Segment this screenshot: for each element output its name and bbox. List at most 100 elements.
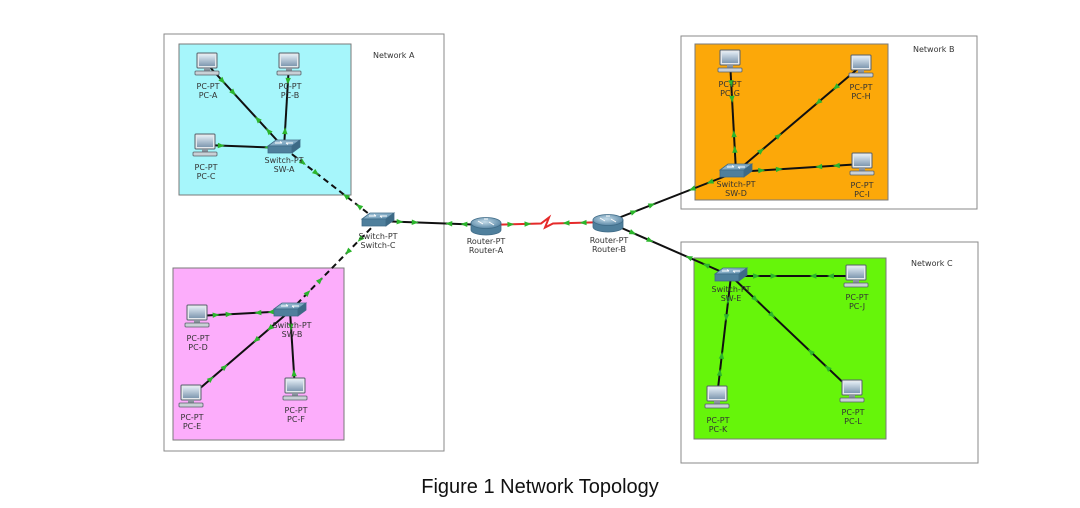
port-indicator-router-b-sw-e <box>702 263 711 269</box>
router-icon <box>470 217 502 236</box>
pc-screen <box>709 388 725 399</box>
switch-icon <box>272 302 308 317</box>
switch-icon <box>266 139 302 154</box>
pc-a-name-label: PC-A <box>199 91 218 100</box>
switch-c-type-label: Switch-PT <box>358 232 397 241</box>
port-indicator-sw-d-pc-h <box>774 133 782 140</box>
figure-caption: Figure 1 Network Topology <box>421 476 659 498</box>
pc-icon <box>282 377 308 401</box>
port-indicator-switch-c-router-a <box>460 221 468 228</box>
port-indicator-sw-d-pc-h <box>757 148 765 155</box>
pc-base <box>717 67 743 73</box>
pc-base <box>704 403 730 409</box>
port-indicator-sw-e-pc-l <box>824 365 832 372</box>
devices-layer: PC-PTPC-APC-PTPC-BPC-PTPC-CSwitch-PTSW-A… <box>178 49 875 434</box>
pc-i-type-label: PC-PT <box>850 181 873 190</box>
router-a-type-label: Router-PT <box>467 237 506 246</box>
switch-arrows <box>369 214 387 218</box>
router-top <box>470 217 502 229</box>
switch-side <box>385 212 395 227</box>
pc-screen <box>722 52 738 63</box>
pc-icon <box>194 52 220 76</box>
pc-screen <box>848 267 864 278</box>
link-sw-e-pc-k <box>716 275 732 398</box>
port-indicator-sw-e-pc-k <box>723 313 730 322</box>
pc-stand <box>858 70 864 73</box>
sw-d-type-label: Switch-PT <box>716 180 755 189</box>
sw-a-name-label: SW-A <box>274 165 295 174</box>
port-indicator-pc-a-sw-a <box>229 88 236 96</box>
pc-screen <box>189 307 205 318</box>
pc-l-name-label: PC-L <box>844 417 862 426</box>
port-indicator-router-b-sw-d <box>629 210 638 216</box>
sw-d-name-label: SW-D <box>725 189 747 198</box>
pc-k-type-label: PC-PT <box>706 416 729 425</box>
port-indicator-sw-d-pc-i <box>832 162 840 169</box>
pc-base <box>848 72 874 78</box>
sw-e-type-label: Switch-PT <box>711 285 750 294</box>
port-indicator-sw-d-pc-i <box>815 163 823 170</box>
pc-stand <box>204 68 210 71</box>
port-indicator-switch-c-sw-b <box>303 290 311 297</box>
port-indicator-sw-b-pc-d <box>254 309 262 316</box>
pc-screen <box>854 155 870 166</box>
port-indicator-sw-a-switch-c <box>342 193 351 201</box>
port-indicator-sw-b-pc-f <box>288 323 294 331</box>
switch-c-name-label: Switch-C <box>361 241 396 250</box>
port-indicator-sw-b-pc-f <box>291 369 297 377</box>
port-indicator-sw-d-pc-i <box>758 167 766 174</box>
pc-g-name-label: PC-G <box>720 89 740 98</box>
router-icon <box>592 214 624 233</box>
port-indicator-sw-a-switch-c <box>311 168 320 176</box>
port-indicators-layer <box>206 76 840 383</box>
router-a-name-label: Router-A <box>469 246 504 255</box>
pc-c-type-label: PC-PT <box>194 163 217 172</box>
link-sw-d-pc-g <box>729 60 737 173</box>
port-indicator-switch-c-router-a <box>445 221 453 227</box>
pc-b-name-label: PC-B <box>281 91 300 100</box>
port-indicator-sw-e-pc-l <box>768 311 776 318</box>
network-a-label: Network A <box>373 51 415 60</box>
pc-stand <box>849 395 855 398</box>
port-indicator-pc-a-sw-a <box>218 76 226 84</box>
port-indicator-sw-b-pc-d <box>225 311 233 318</box>
port-indicator-sw-b-pc-e <box>206 376 214 383</box>
pc-base <box>192 151 218 157</box>
port-indicator-sw-d-pc-i <box>775 166 783 173</box>
pc-base <box>839 397 865 403</box>
switch-side <box>297 302 307 317</box>
port-indicator-sw-b-pc-e <box>253 335 261 343</box>
port-indicator-sw-d-pc-g <box>732 145 738 153</box>
pc-base <box>282 395 308 401</box>
link-switch-c-sw-b <box>289 220 379 312</box>
links-layer <box>190 60 863 398</box>
port-indicator-router-b-sw-d <box>647 203 656 209</box>
pc-e-type-label: PC-PT <box>180 413 203 422</box>
port-indicator-sw-d-pc-g <box>728 80 734 88</box>
switch-front <box>714 273 740 282</box>
pc-stand <box>292 393 298 396</box>
port-indicator-switch-c-router-a <box>411 219 419 225</box>
link-router-b-sw-e <box>607 221 732 277</box>
port-indicator-router-b-sw-e <box>685 256 693 262</box>
pc-stand <box>853 280 859 283</box>
port-indicator-sw-b-pc-e <box>220 364 228 372</box>
link-router-a-router-b <box>485 214 609 230</box>
link-pc-a-sw-a <box>206 63 285 149</box>
router-b-name-label: Router-B <box>592 245 626 254</box>
switch-side <box>743 163 753 178</box>
pc-icon <box>843 264 869 288</box>
